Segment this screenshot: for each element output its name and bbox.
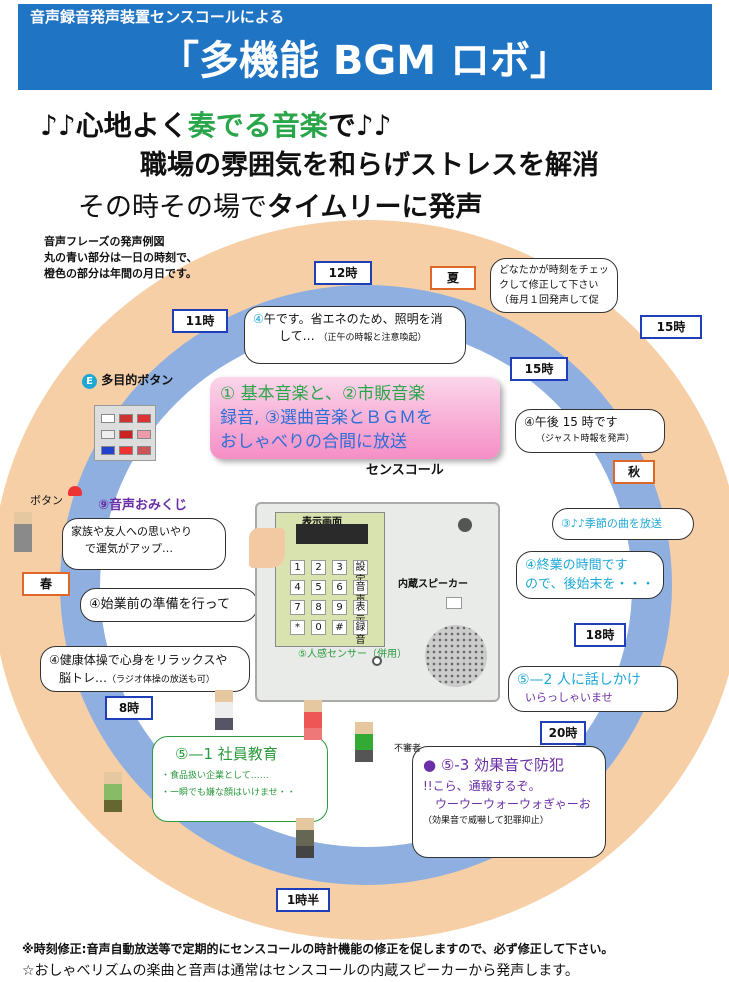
bubble-omikuji: 家族や友人への思いやりで運気がアップ…: [62, 518, 226, 570]
time-12: 12時: [314, 261, 372, 285]
keypad-key[interactable]: 7: [290, 600, 305, 615]
keypad-key[interactable]: 表示: [353, 600, 368, 626]
footer-note-1: ※時刻修正:音声自動放送等で定期的にセンスコールの時計機能の修正を促しますので、…: [22, 942, 614, 956]
header-banner: [18, 4, 712, 90]
motion-sensor-icon: [372, 656, 382, 666]
season-summer: 夏: [430, 266, 476, 290]
person-icon: [104, 772, 122, 812]
keypad-key[interactable]: *: [290, 620, 305, 635]
time-1-half: 1時半: [276, 888, 330, 912]
keypad-key[interactable]: 2: [311, 560, 326, 575]
time-15-outer: 15時: [640, 315, 702, 339]
bubble-time-check: どなたかが時刻をチェックして修正して下さい（毎月１回発声して促: [490, 258, 618, 313]
display-screen: [296, 524, 368, 544]
bubble-season-song: ③♪♪季節の曲を放送: [552, 508, 694, 540]
keypad-key[interactable]: 6: [332, 580, 347, 595]
bubble-prep: ④始業前の準備を行って: [80, 588, 258, 622]
footer-note-2: ☆おしゃべリズムの楽曲と音声は通常はセンスコールの内蔵スピーカーから発声します。: [22, 963, 579, 979]
hand-icon: [249, 528, 285, 568]
tagline-2: 職場の雰囲気を和らげストレスを解消: [140, 150, 599, 181]
page-title: 「多機能 BGM ロボ」: [159, 38, 570, 84]
keypad-key[interactable]: #: [332, 620, 347, 635]
tagline-1: ♪♪心地よく奏でる音楽で♪♪: [40, 109, 392, 142]
keypad-key[interactable]: 5: [311, 580, 326, 595]
keypad-key[interactable]: 録音: [353, 620, 368, 646]
bubble-exercise: ④健康体操で心身をリラックスや脳トレ…（ラジオ体操の放送も可）: [40, 646, 250, 692]
sensecall-label: センスコール: [366, 463, 444, 478]
keypad-key[interactable]: 0: [311, 620, 326, 635]
keypad-key[interactable]: 9: [332, 600, 347, 615]
keypad-key[interactable]: 設定: [353, 560, 368, 586]
person-icon: [304, 700, 322, 740]
keypad-key[interactable]: 1: [290, 560, 305, 575]
red-button-icon[interactable]: [68, 486, 82, 496]
bubble-3pm: ④午後 15 時です（ジャスト時報を発声）: [515, 409, 665, 453]
music-summary-box: ① 基本音楽と、②市販音楽 録音, ③選曲音楽とＢＧＭを おしゃべりの合間に放送: [210, 377, 500, 459]
time-18: 18時: [574, 623, 626, 647]
person-icon: [14, 512, 32, 552]
keypad-key[interactable]: 音声: [353, 580, 368, 606]
motion-sensor-label: ⑤人感センサー（併用）: [298, 649, 407, 660]
speaker-label: 内蔵スピーカー: [398, 579, 468, 590]
display-label: 表示画面: [302, 517, 342, 528]
diagram-note: 音声フレーズの発声例図丸の青い部分は一日の時刻で、橙色の部分は年間の月日です。: [44, 235, 198, 280]
season-autumn: 秋: [613, 460, 655, 484]
speaker-switch[interactable]: [446, 597, 462, 609]
header-subtitle: 音声録音発声装置センスコールによる: [30, 8, 285, 26]
button-label: ボタン: [30, 494, 63, 507]
bubble-crime-prevention: ● ⑤-3 効果音で防犯 !!こら、通報するぞ。 ウーウーウォーウォぎゃーお （…: [412, 746, 606, 858]
keypad-key[interactable]: 8: [311, 600, 326, 615]
time-8: 8時: [105, 696, 153, 720]
tagline-3: その時その場でタイムリーに発声: [78, 192, 483, 223]
multi-button-label: E 多目的ボタン: [82, 371, 173, 389]
time-11: 11時: [172, 309, 228, 333]
time-20: 20時: [540, 721, 586, 745]
keypad-key[interactable]: 4: [290, 580, 305, 595]
speaker-grill: [425, 625, 487, 687]
time-15: 15時: [510, 357, 568, 381]
camera-icon: [458, 518, 472, 532]
keypad-key[interactable]: 3: [332, 560, 347, 575]
season-spring: 春: [22, 572, 70, 596]
intruder-label: 不審者: [394, 744, 422, 754]
person-icon: [296, 818, 314, 858]
person-icon: [215, 690, 233, 730]
bubble-greeting: ⑤—2 人に話しかけいらっしゃいませ: [508, 666, 678, 712]
intruder-icon: [355, 722, 373, 762]
e-circle-icon: E: [82, 374, 97, 389]
omikuji-title: ⑨音声おみくじ: [98, 498, 188, 513]
bubble-noon: ④午です。省エネのため、照明を消 して… （正午の時報と注意喚起）: [244, 306, 466, 364]
bubble-end-of-work: ④終業の時間ですので、後始末を・・・: [516, 551, 664, 599]
multi-purpose-button-panel[interactable]: [94, 405, 156, 461]
bubble-staff-education: ⑤—1 社員教育 ・食品扱い企業として…… ・一瞬でも嫌な顔はいけませ・・: [152, 736, 328, 822]
